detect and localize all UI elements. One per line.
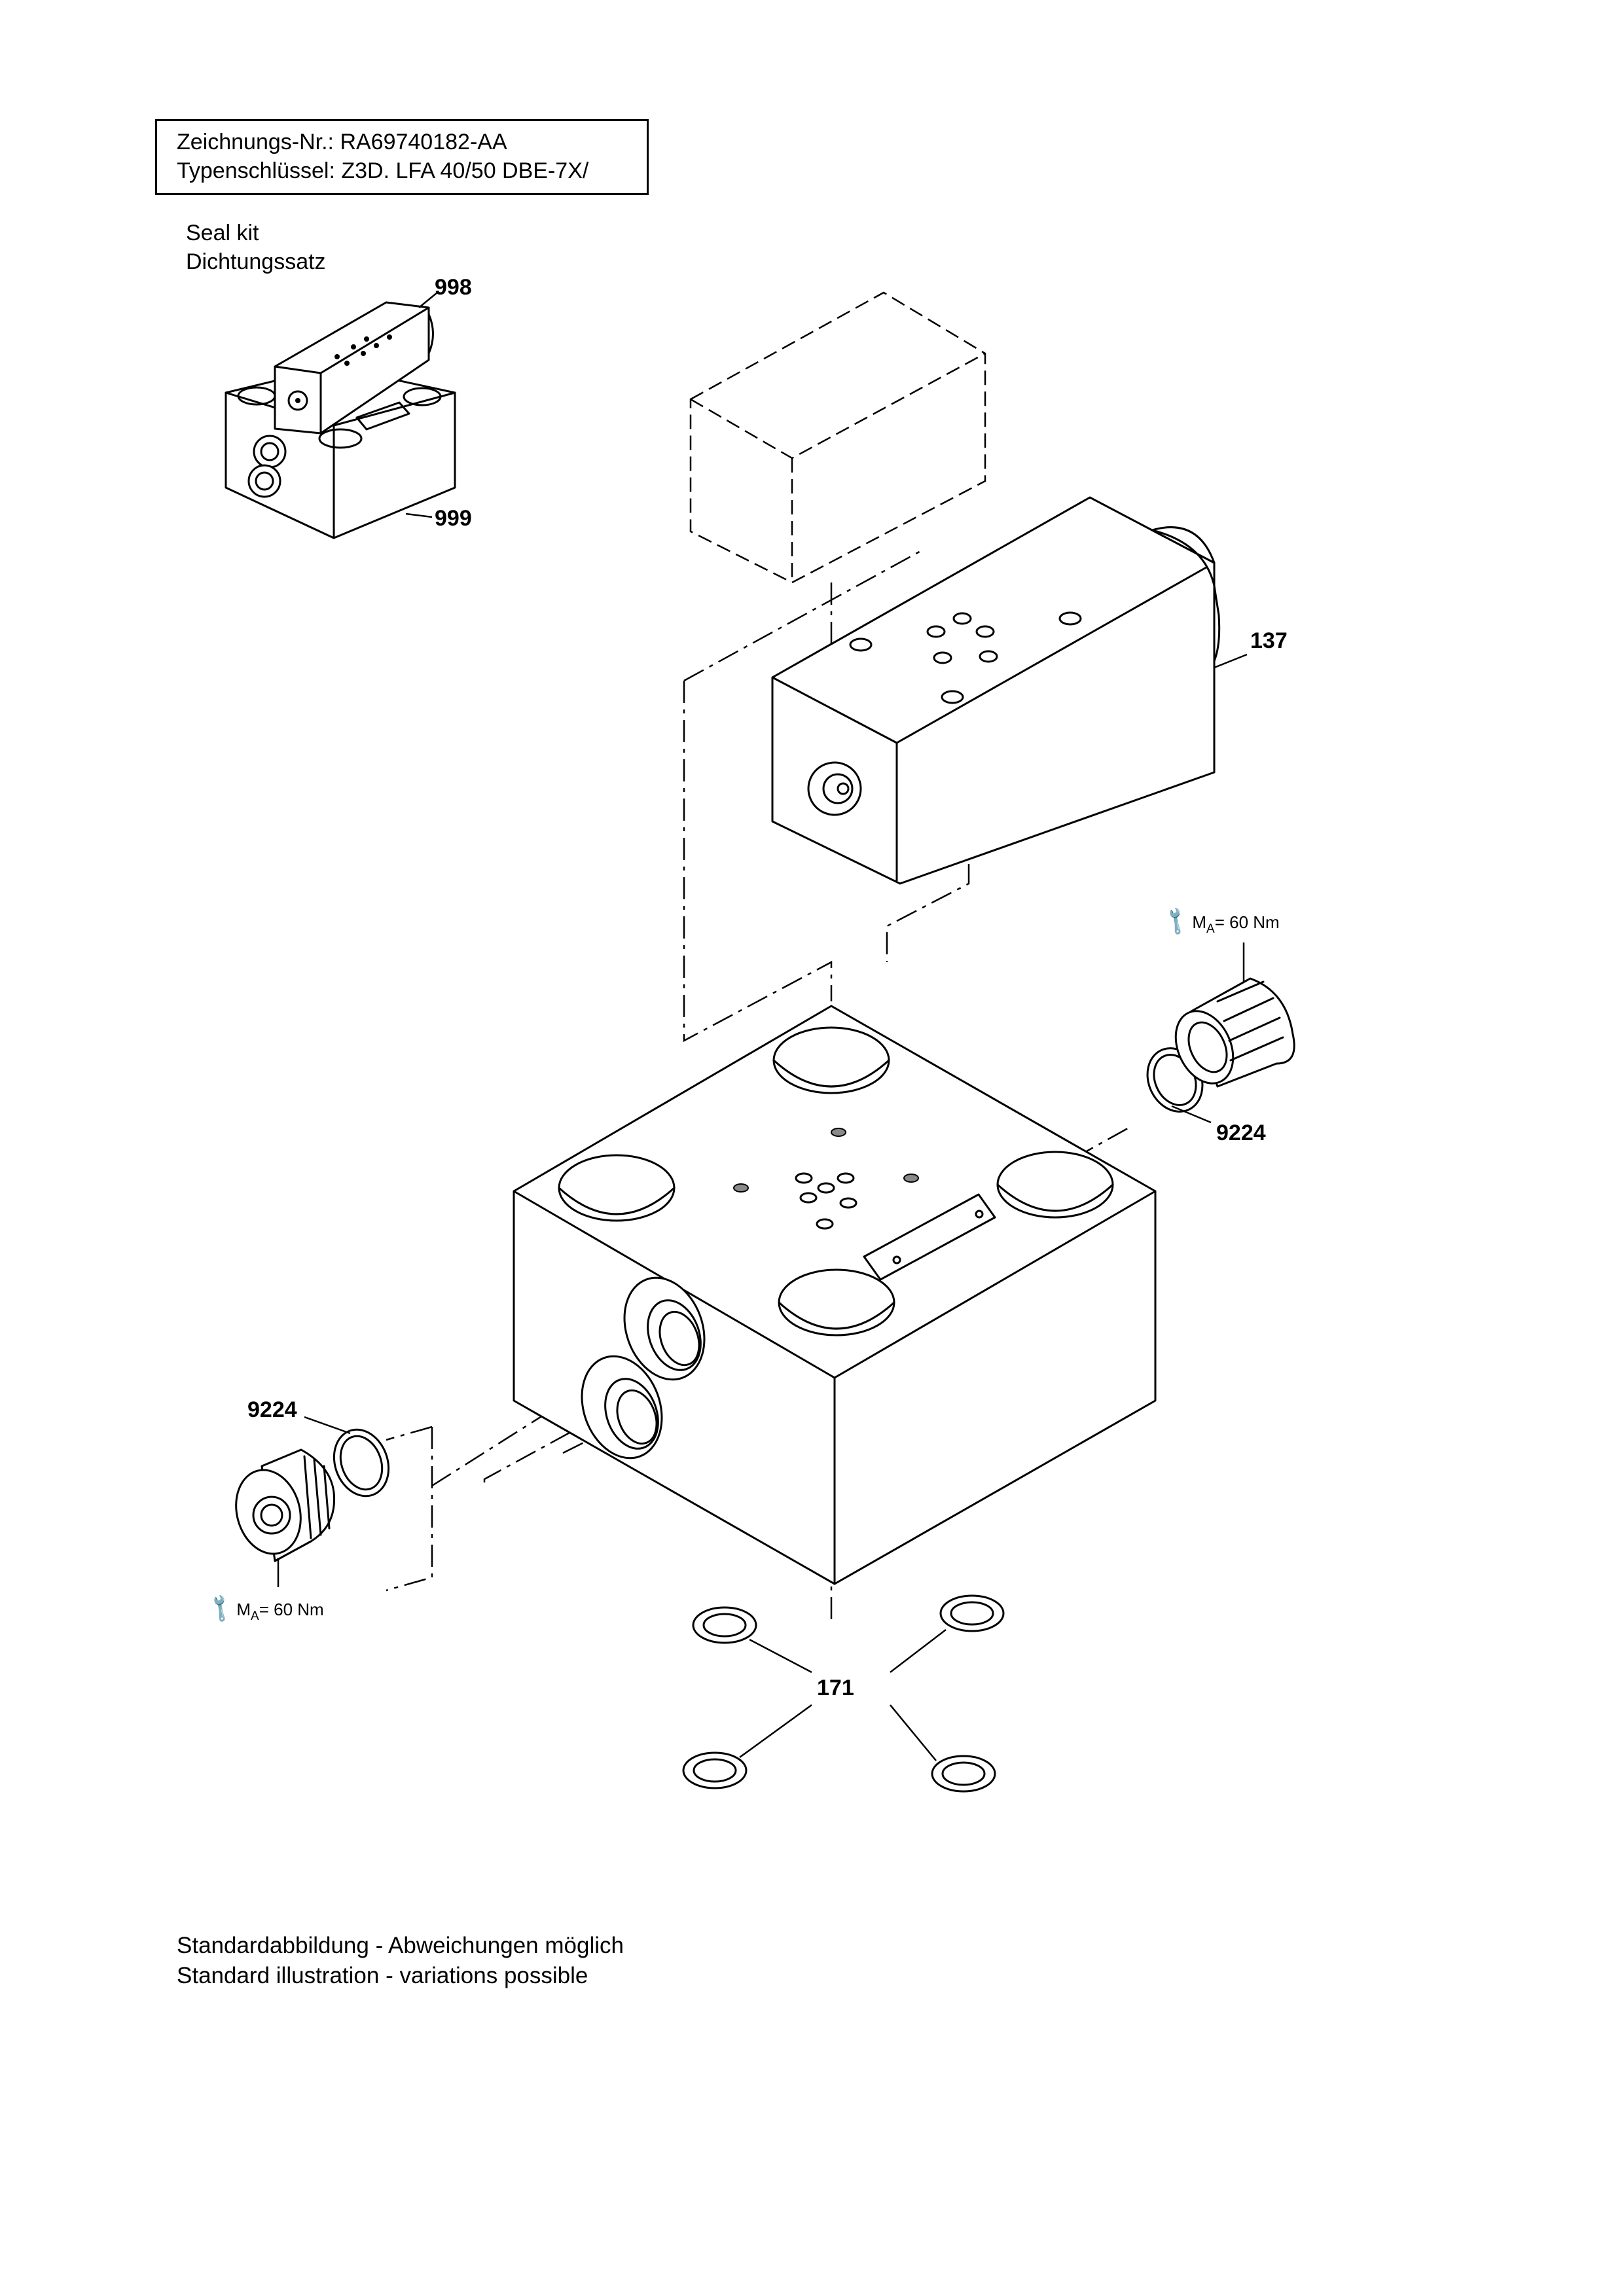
torque-subscript: A — [251, 1609, 259, 1623]
phantom-valve-outline — [689, 291, 986, 584]
callout-137: 137 — [1250, 628, 1288, 653]
seal-kit-thumbnail — [225, 292, 456, 539]
valve-137 — [771, 496, 1248, 885]
drawing-number: Zeichnungs-Nr.: RA69740182-AA — [177, 130, 507, 154]
seal-kit-label-de: Dichtungssatz — [186, 249, 326, 274]
illustration-note-en: Standard illustration - variations possi… — [177, 1963, 588, 1988]
torque-symbol: M — [1192, 912, 1207, 932]
callout-998: 998 — [435, 275, 472, 300]
callout-9224-left: 9224 — [247, 1397, 297, 1422]
plug-left — [235, 1416, 390, 1587]
illustration-note: Standardabbildung - Abweichungen möglich… — [177, 1931, 624, 1991]
plug-right — [1146, 942, 1295, 1124]
drawing-title-block: Zeichnungs-Nr.: RA69740182-AA Typenschlü… — [155, 119, 649, 195]
seal-kit-label: Seal kit Dichtungssatz — [186, 219, 326, 276]
torque-subscript: A — [1206, 922, 1215, 936]
torque-value: = 60 Nm — [259, 1600, 324, 1619]
seal-kit-label-en: Seal kit — [186, 221, 259, 245]
seals-171 — [682, 1594, 1005, 1793]
illustration-note-de: Standardabbildung - Abweichungen möglich — [177, 1933, 624, 1958]
main-block — [513, 1005, 1157, 1585]
callout-171: 171 — [817, 1676, 854, 1700]
callout-9224-right: 9224 — [1216, 1121, 1266, 1145]
callout-999: 999 — [435, 506, 472, 531]
torque-symbol: M — [236, 1600, 251, 1619]
torque-value: = 60 Nm — [1214, 912, 1280, 932]
type-key: Typenschlüssel: Z3D. LFA 40/50 DBE-7X/ — [177, 158, 589, 183]
